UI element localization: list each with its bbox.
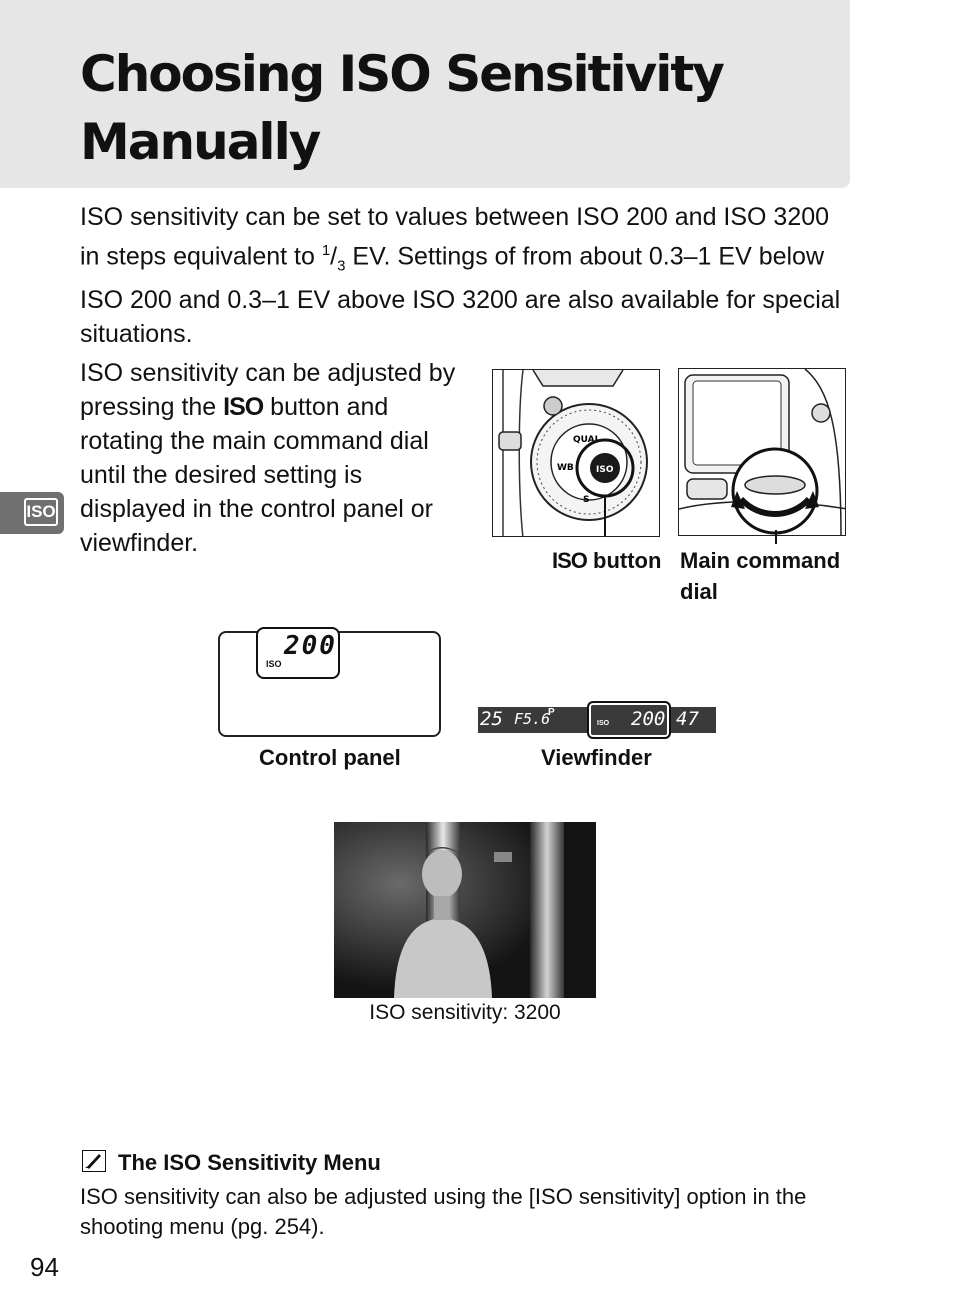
command-dial-drawing bbox=[679, 369, 845, 535]
adjust-paragraph: ISO sensitivity can be adjusted by press… bbox=[80, 359, 456, 557]
control-panel-iso-label: ISO bbox=[266, 659, 282, 669]
page-number: 94 bbox=[30, 1252, 59, 1282]
control-panel-iso-highlight: ISO 200 bbox=[256, 627, 340, 679]
dial-label-qual: QUAL bbox=[573, 435, 601, 445]
control-panel-caption: Control panel bbox=[259, 745, 401, 770]
rotate-arrow-icon bbox=[738, 496, 812, 517]
viewfinder-aperture: F5.6 bbox=[514, 710, 551, 728]
chapter-tab: ISO bbox=[0, 492, 64, 534]
dial-label-iso: ISO bbox=[596, 465, 614, 475]
sample-photo-caption: ISO sensitivity: 3200 bbox=[369, 1001, 561, 1024]
main-command-dial-caption: Main command dial bbox=[680, 548, 841, 604]
viewfinder-mode: P bbox=[548, 707, 555, 718]
camera-dial-drawing: QUAL WB ISO S bbox=[498, 370, 648, 536]
title-band bbox=[0, 0, 850, 188]
iso-button-icon bbox=[590, 453, 620, 483]
camera-back-illustration bbox=[678, 368, 846, 536]
note-heading: The ISO Sensitivity Menu bbox=[118, 1150, 381, 1175]
iso-button-caption: ISO button bbox=[552, 548, 662, 573]
viewfinder-iso-value: 200 bbox=[631, 708, 666, 730]
control-panel-illustration: ISO 200 bbox=[218, 627, 441, 737]
dial-leader-line bbox=[775, 530, 777, 544]
page-title: Choosing ISO Sensitivity Manually bbox=[80, 45, 725, 171]
dial-label-wb: WB bbox=[557, 463, 574, 473]
viewfinder-iso-highlight: ISO 200 bbox=[587, 701, 671, 739]
viewfinder-iso-label: ISO bbox=[597, 720, 610, 727]
control-panel-iso-value: 200 bbox=[284, 631, 337, 661]
viewfinder-shutter: 25 bbox=[480, 708, 503, 730]
chapter-tab-label: ISO bbox=[24, 498, 58, 526]
dial-label-s: S bbox=[583, 495, 589, 505]
sample-photo bbox=[334, 822, 596, 998]
note-icon bbox=[82, 1150, 106, 1172]
note-body: ISO sensitivity can also be adjusted usi… bbox=[80, 1184, 807, 1239]
sample-photo-drawing bbox=[334, 822, 596, 998]
viewfinder-caption: Viewfinder bbox=[541, 745, 652, 770]
viewfinder-frames: 47 bbox=[676, 708, 699, 730]
intro-paragraph: ISO sensitivity can be set to values bet… bbox=[80, 203, 841, 349]
camera-top-illustration: QUAL WB ISO S bbox=[492, 369, 660, 537]
